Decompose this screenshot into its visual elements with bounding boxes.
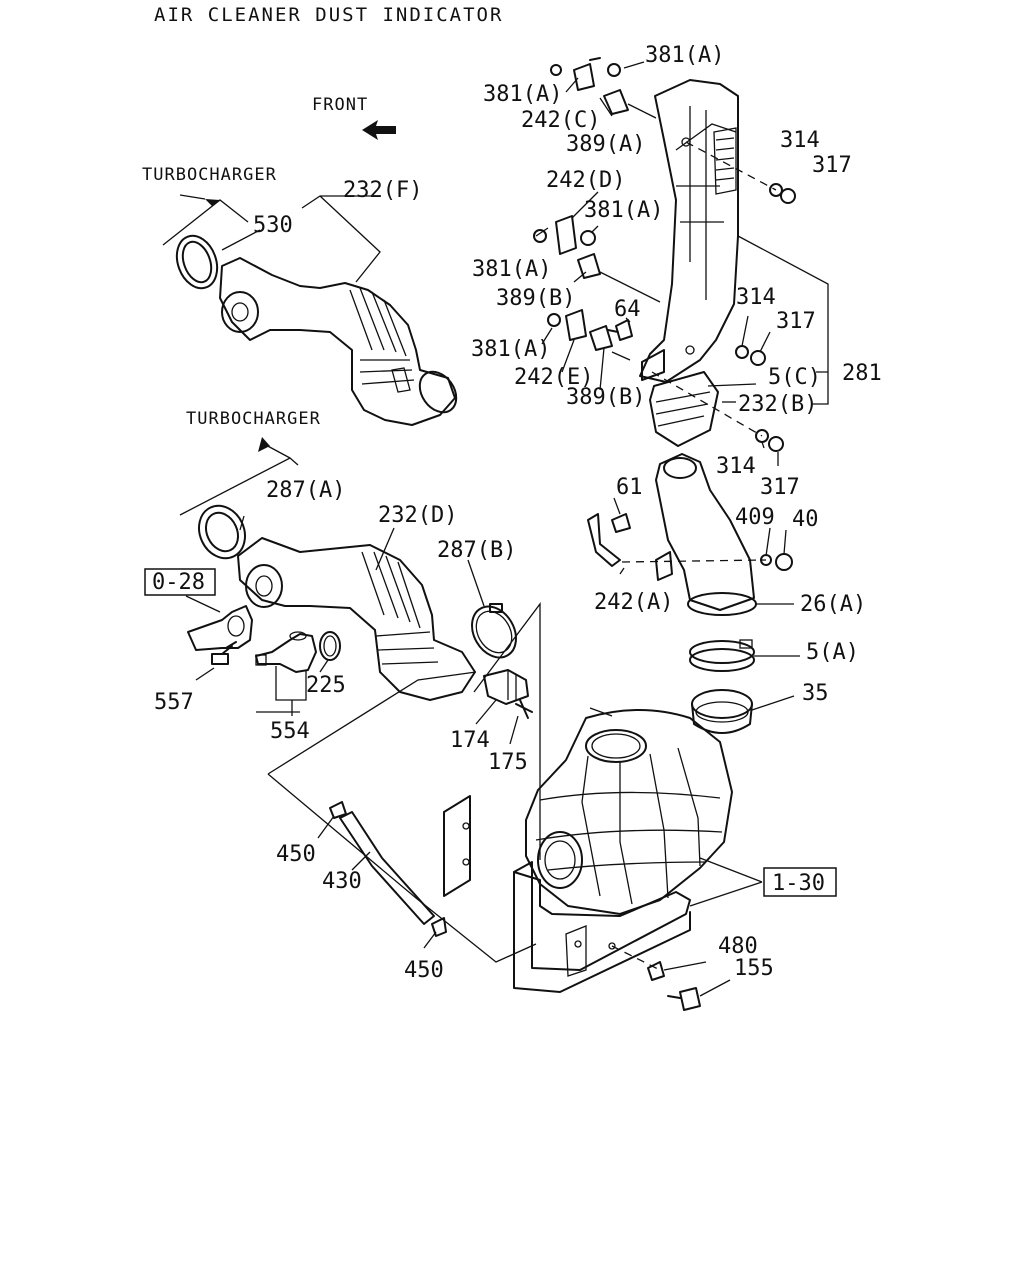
callout-317-top: 317 — [812, 153, 852, 178]
callout-450-lower: 450 — [404, 958, 444, 983]
mounting-bracket — [443, 795, 691, 993]
callout-5c: 5(C) — [768, 365, 821, 390]
bolt-557 — [211, 641, 237, 665]
callout-430: 430 — [322, 869, 362, 894]
callout-174: 174 — [450, 728, 490, 753]
screw-175 — [515, 699, 533, 719]
turbocharger-pointer-upper — [162, 194, 249, 246]
bolt-155 — [667, 987, 701, 1011]
callout-35: 35 — [802, 681, 829, 706]
callout-381a-top-right: 381(A) — [645, 43, 724, 68]
callout-317-mid: 317 — [776, 309, 816, 334]
callout-389b-lower: 389(B) — [566, 385, 645, 410]
washer-314-1 — [769, 183, 783, 197]
callout-40: 40 — [792, 507, 819, 532]
fitting-0-28 — [187, 605, 253, 651]
nut-381a-5 — [547, 313, 561, 327]
callout-389a: 389(A) — [566, 132, 645, 157]
nut-317-3 — [768, 436, 784, 452]
sleeve-35 — [691, 689, 753, 734]
bolt-480 — [647, 961, 665, 981]
centerlines — [611, 141, 777, 971]
bolt-61 — [611, 513, 631, 533]
callout-381a-mid-right: 381(A) — [584, 198, 663, 223]
nut-40 — [775, 553, 793, 571]
callout-530: 530 — [253, 213, 293, 238]
bracket-242d — [555, 215, 577, 255]
ref-box-1-30 — [763, 867, 837, 897]
callout-64: 64 — [614, 297, 641, 322]
callout-381a-mid-left: 381(A) — [472, 257, 551, 282]
turbocharger-label-lower: TURBOCHARGER — [186, 409, 321, 429]
o-ring-225 — [319, 631, 341, 661]
callout-232d: 232(D) — [378, 503, 457, 528]
callout-26a: 26(A) — [800, 592, 866, 617]
air-cleaner-assembly — [525, 709, 733, 915]
callout-317-low: 317 — [760, 475, 800, 500]
breather-hose-430 — [339, 811, 435, 925]
leader-lines — [185, 61, 829, 997]
callout-232b: 232(B) — [738, 392, 817, 417]
bolt-64 — [607, 319, 633, 341]
snorkel-duct-281 — [639, 79, 739, 447]
callout-557: 557 — [154, 690, 194, 715]
callout-480: 480 — [718, 934, 758, 959]
nut-317-2 — [750, 350, 766, 366]
nut-381a-4 — [533, 229, 547, 243]
callout-450-upper: 450 — [276, 842, 316, 867]
callout-389b-upper: 389(B) — [496, 286, 575, 311]
intake-duct-232d — [198, 504, 517, 701]
nut-381a-3 — [580, 230, 596, 246]
sensor-174 — [483, 669, 529, 705]
turbocharger-pointer-lower — [179, 437, 299, 516]
mount-389a — [603, 89, 629, 115]
nut-381a-1 — [550, 64, 562, 76]
nut-381a-2 — [607, 63, 621, 77]
callout-314-mid: 314 — [736, 285, 776, 310]
callout-225: 225 — [306, 673, 346, 698]
bracket-242e — [565, 309, 587, 341]
front-label: FRONT — [312, 95, 368, 115]
callout-314-low: 314 — [716, 454, 756, 479]
callout-242a: 242(A) — [594, 590, 673, 615]
callout-242c: 242(C) — [521, 108, 600, 133]
callout-5a: 5(A) — [806, 640, 859, 665]
callout-314-top: 314 — [780, 128, 820, 153]
diagram-title: AIR CLEANER DUST INDICATOR — [154, 4, 503, 26]
front-arrow-icon — [362, 120, 396, 140]
bracket-242a — [587, 513, 621, 567]
callout-281: 281 — [842, 361, 882, 386]
callout-554: 554 — [270, 719, 310, 744]
hose-clip-450-lower — [431, 917, 447, 937]
bracket-242c — [573, 57, 601, 91]
nut-317-1 — [780, 188, 796, 204]
mount-389b-2 — [589, 325, 613, 351]
hose-clamp-5a — [689, 639, 755, 672]
mount-389b-1 — [577, 253, 601, 279]
callout-381a-lower: 381(A) — [471, 337, 550, 362]
callout-287a: 287(A) — [266, 478, 345, 503]
turbocharger-label-upper: TURBOCHARGER — [142, 165, 277, 185]
ref-box-0-28 — [144, 568, 216, 596]
dust-indicator-554 — [255, 631, 317, 673]
callout-61: 61 — [616, 475, 643, 500]
hose-clip-450-upper — [329, 801, 347, 819]
callout-232f: 232(F) — [343, 178, 422, 203]
callout-155: 155 — [734, 956, 774, 981]
callout-1-30: 1-30 — [772, 871, 825, 896]
intake-duct-232f — [175, 234, 458, 426]
callout-242d: 242(D) — [546, 168, 625, 193]
callout-409: 409 — [735, 505, 775, 530]
callout-0-28: 0-28 — [152, 570, 205, 595]
washer-314-2 — [735, 345, 749, 359]
callout-175: 175 — [488, 750, 528, 775]
callout-287b: 287(B) — [437, 538, 516, 563]
callout-242e: 242(E) — [514, 365, 593, 390]
callout-381a-top-left: 381(A) — [483, 82, 562, 107]
